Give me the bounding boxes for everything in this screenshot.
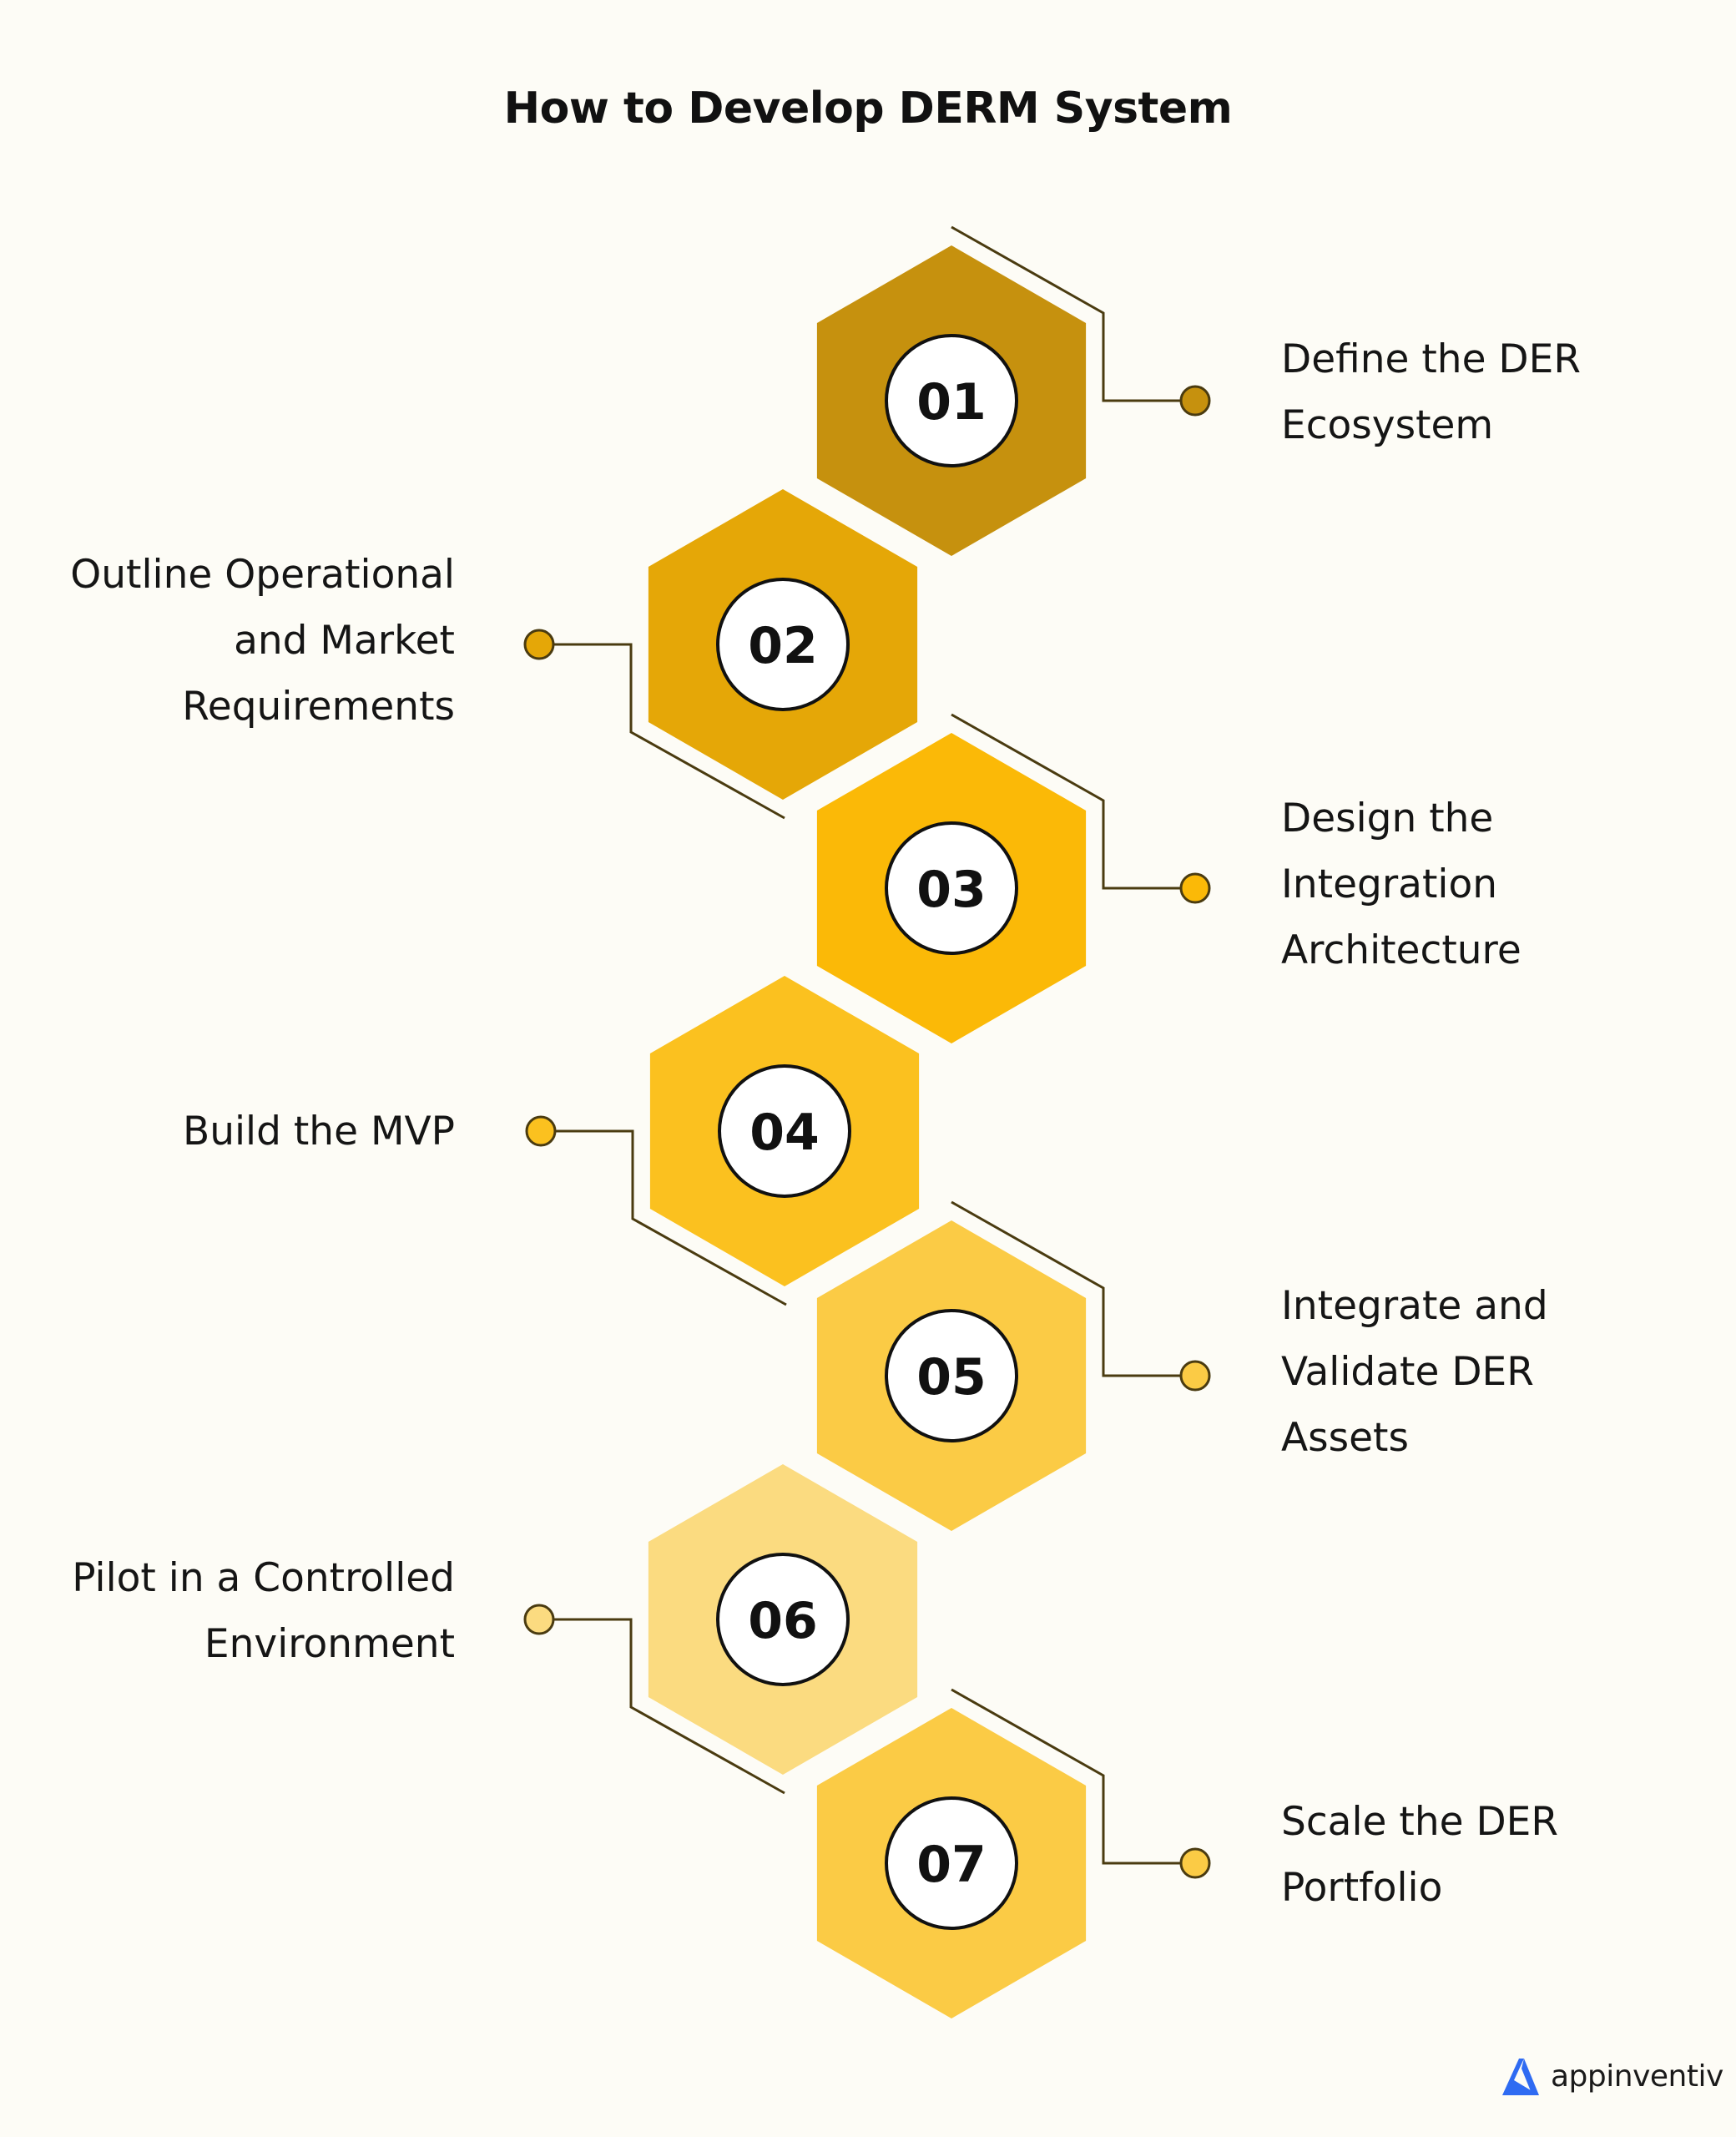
step-label-04: Build the MVP <box>183 1099 455 1164</box>
step-label-line: Environment <box>204 1621 455 1667</box>
step-02: 02 <box>648 489 918 800</box>
step-07: 07 <box>816 1708 1087 2018</box>
connector-line <box>539 643 785 820</box>
connector-line <box>541 1129 787 1306</box>
connector-line <box>951 1688 1192 1865</box>
step-label-line: Scale the DER <box>1281 1799 1559 1845</box>
step-number-badge <box>885 1796 1018 1930</box>
step-number: 02 <box>748 617 818 675</box>
step-number-badge <box>885 334 1018 467</box>
step-label-line: Integration <box>1281 861 1497 907</box>
step-06: 06 <box>648 1464 918 1775</box>
step-connector-02 <box>523 629 785 820</box>
step-connector-03 <box>951 713 1211 904</box>
appinventiv-a-icon <box>1502 2059 1539 2095</box>
step-label-line: Build the MVP <box>182 1108 455 1154</box>
step-number-badge <box>716 1553 850 1686</box>
step-number-badge <box>885 1309 1018 1442</box>
connector-dot <box>1179 1360 1211 1392</box>
step-number: 04 <box>749 1104 820 1162</box>
step-label-line: Architecture <box>1281 927 1522 973</box>
diagram-title: How to Develop DERM System <box>503 83 1233 134</box>
connector-dot <box>523 1604 555 1635</box>
connector-dot <box>525 1115 557 1147</box>
step-01: 01 <box>816 245 1087 556</box>
connector-line <box>539 1618 785 1795</box>
step-label-line: Validate DER <box>1281 1348 1534 1395</box>
step-label-line: Outline Operational <box>70 551 455 598</box>
step-connector-01 <box>951 225 1211 417</box>
step-label-01: Define the DER Ecosystem <box>1281 326 1581 458</box>
step-number-badge <box>718 1064 851 1198</box>
step-number: 01 <box>916 373 987 432</box>
connector-line <box>951 1200 1192 1377</box>
step-number: 05 <box>916 1348 987 1407</box>
step-label-line: Integrate and <box>1281 1282 1548 1329</box>
step-connector-05 <box>951 1200 1211 1392</box>
step-label-line: Assets <box>1281 1414 1409 1461</box>
step-number-badge <box>885 821 1018 955</box>
step-label-line: and Market <box>234 617 455 664</box>
step-connector-04 <box>525 1115 787 1306</box>
step-label-line: Requirements <box>182 683 455 730</box>
connector-line <box>951 225 1192 402</box>
step-connector-07 <box>951 1688 1211 1879</box>
connector-dot <box>1179 385 1211 417</box>
step-05: 05 <box>816 1220 1087 1531</box>
step-number: 07 <box>916 1836 987 1894</box>
step-label-line: Ecosystem <box>1281 402 1494 448</box>
connector-dot <box>1179 872 1211 904</box>
step-label-line: Design the <box>1281 795 1494 841</box>
step-number: 06 <box>748 1592 818 1650</box>
connector-line <box>951 713 1192 890</box>
step-03: 03 <box>816 733 1087 1043</box>
step-label-line: Portfolio <box>1281 1865 1443 1911</box>
step-label-line: Define the DER <box>1281 336 1581 382</box>
step-04: 04 <box>649 976 920 1286</box>
step-label-line: Pilot in a Controlled <box>72 1555 455 1601</box>
step-number: 03 <box>916 861 987 919</box>
connector-dot <box>523 629 555 660</box>
appinventiv-logo: appinventiv <box>1499 2047 1723 2105</box>
logo-text: appinventiv <box>1551 2059 1723 2094</box>
step-label-07: Scale the DER Portfolio <box>1281 1789 1558 1921</box>
connector-dot <box>1179 1847 1211 1879</box>
step-number-badge <box>716 578 850 711</box>
step-connector-06 <box>523 1604 785 1795</box>
